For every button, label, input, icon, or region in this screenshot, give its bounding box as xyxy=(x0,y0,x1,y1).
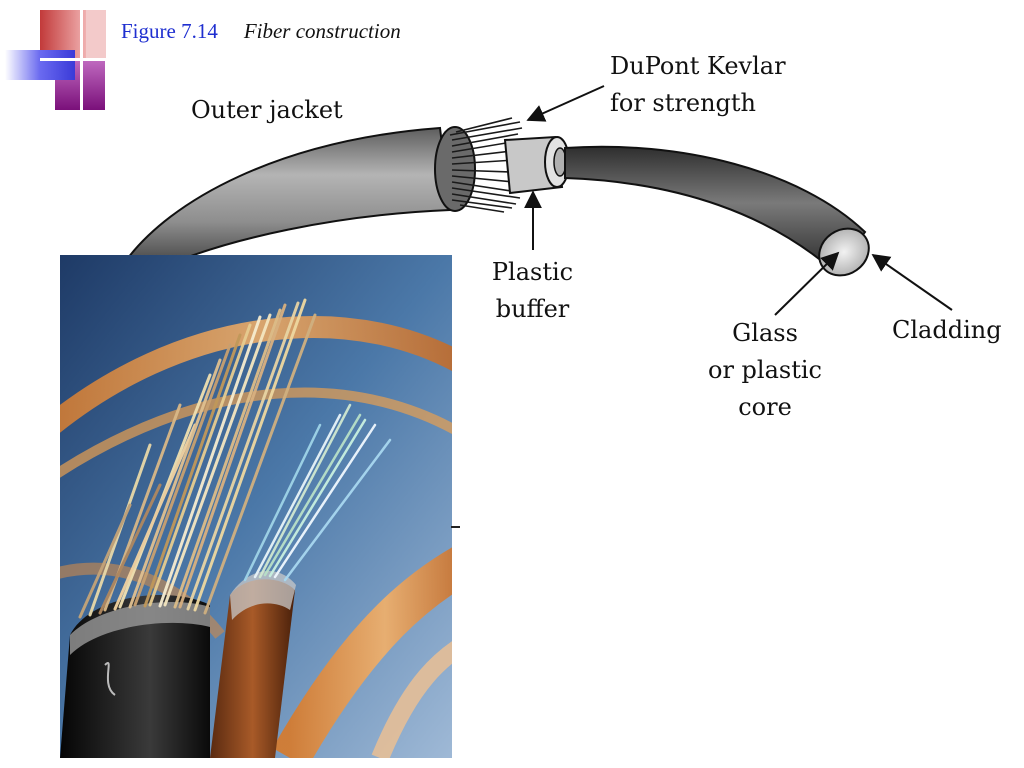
kevlar-arrow xyxy=(526,85,605,122)
label-kevlar: DuPont Kevlar for strength xyxy=(610,48,786,122)
label-kevlar-line1: DuPont Kevlar xyxy=(610,52,786,80)
outer-jacket-shape xyxy=(123,126,452,263)
label-kevlar-line2: for strength xyxy=(610,89,756,117)
stray-dash xyxy=(451,526,460,528)
figure-number: Figure 7.14 xyxy=(121,19,218,43)
label-glass-core: Glass or plastic core xyxy=(695,315,835,426)
label-plastic-buffer: Plastic buffer xyxy=(480,254,585,328)
slide-corner-decoration xyxy=(0,0,110,115)
cladding-arrow xyxy=(871,253,953,311)
label-core-line3: core xyxy=(738,393,792,421)
core-arrow xyxy=(774,251,840,316)
label-core-line1: Glass xyxy=(732,319,798,347)
label-cladding: Cladding xyxy=(892,316,1002,344)
label-buffer-line2: buffer xyxy=(495,295,570,323)
label-buffer-line1: Plastic xyxy=(491,258,574,286)
label-core-line2: or plastic xyxy=(708,356,822,384)
label-outer-jacket: Outer jacket xyxy=(191,96,343,124)
fiber-bundle-photo xyxy=(60,255,452,758)
figure-title: Fiber construction xyxy=(243,19,401,43)
figure-caption: Figure 7.14 Fiber construction xyxy=(121,19,401,44)
